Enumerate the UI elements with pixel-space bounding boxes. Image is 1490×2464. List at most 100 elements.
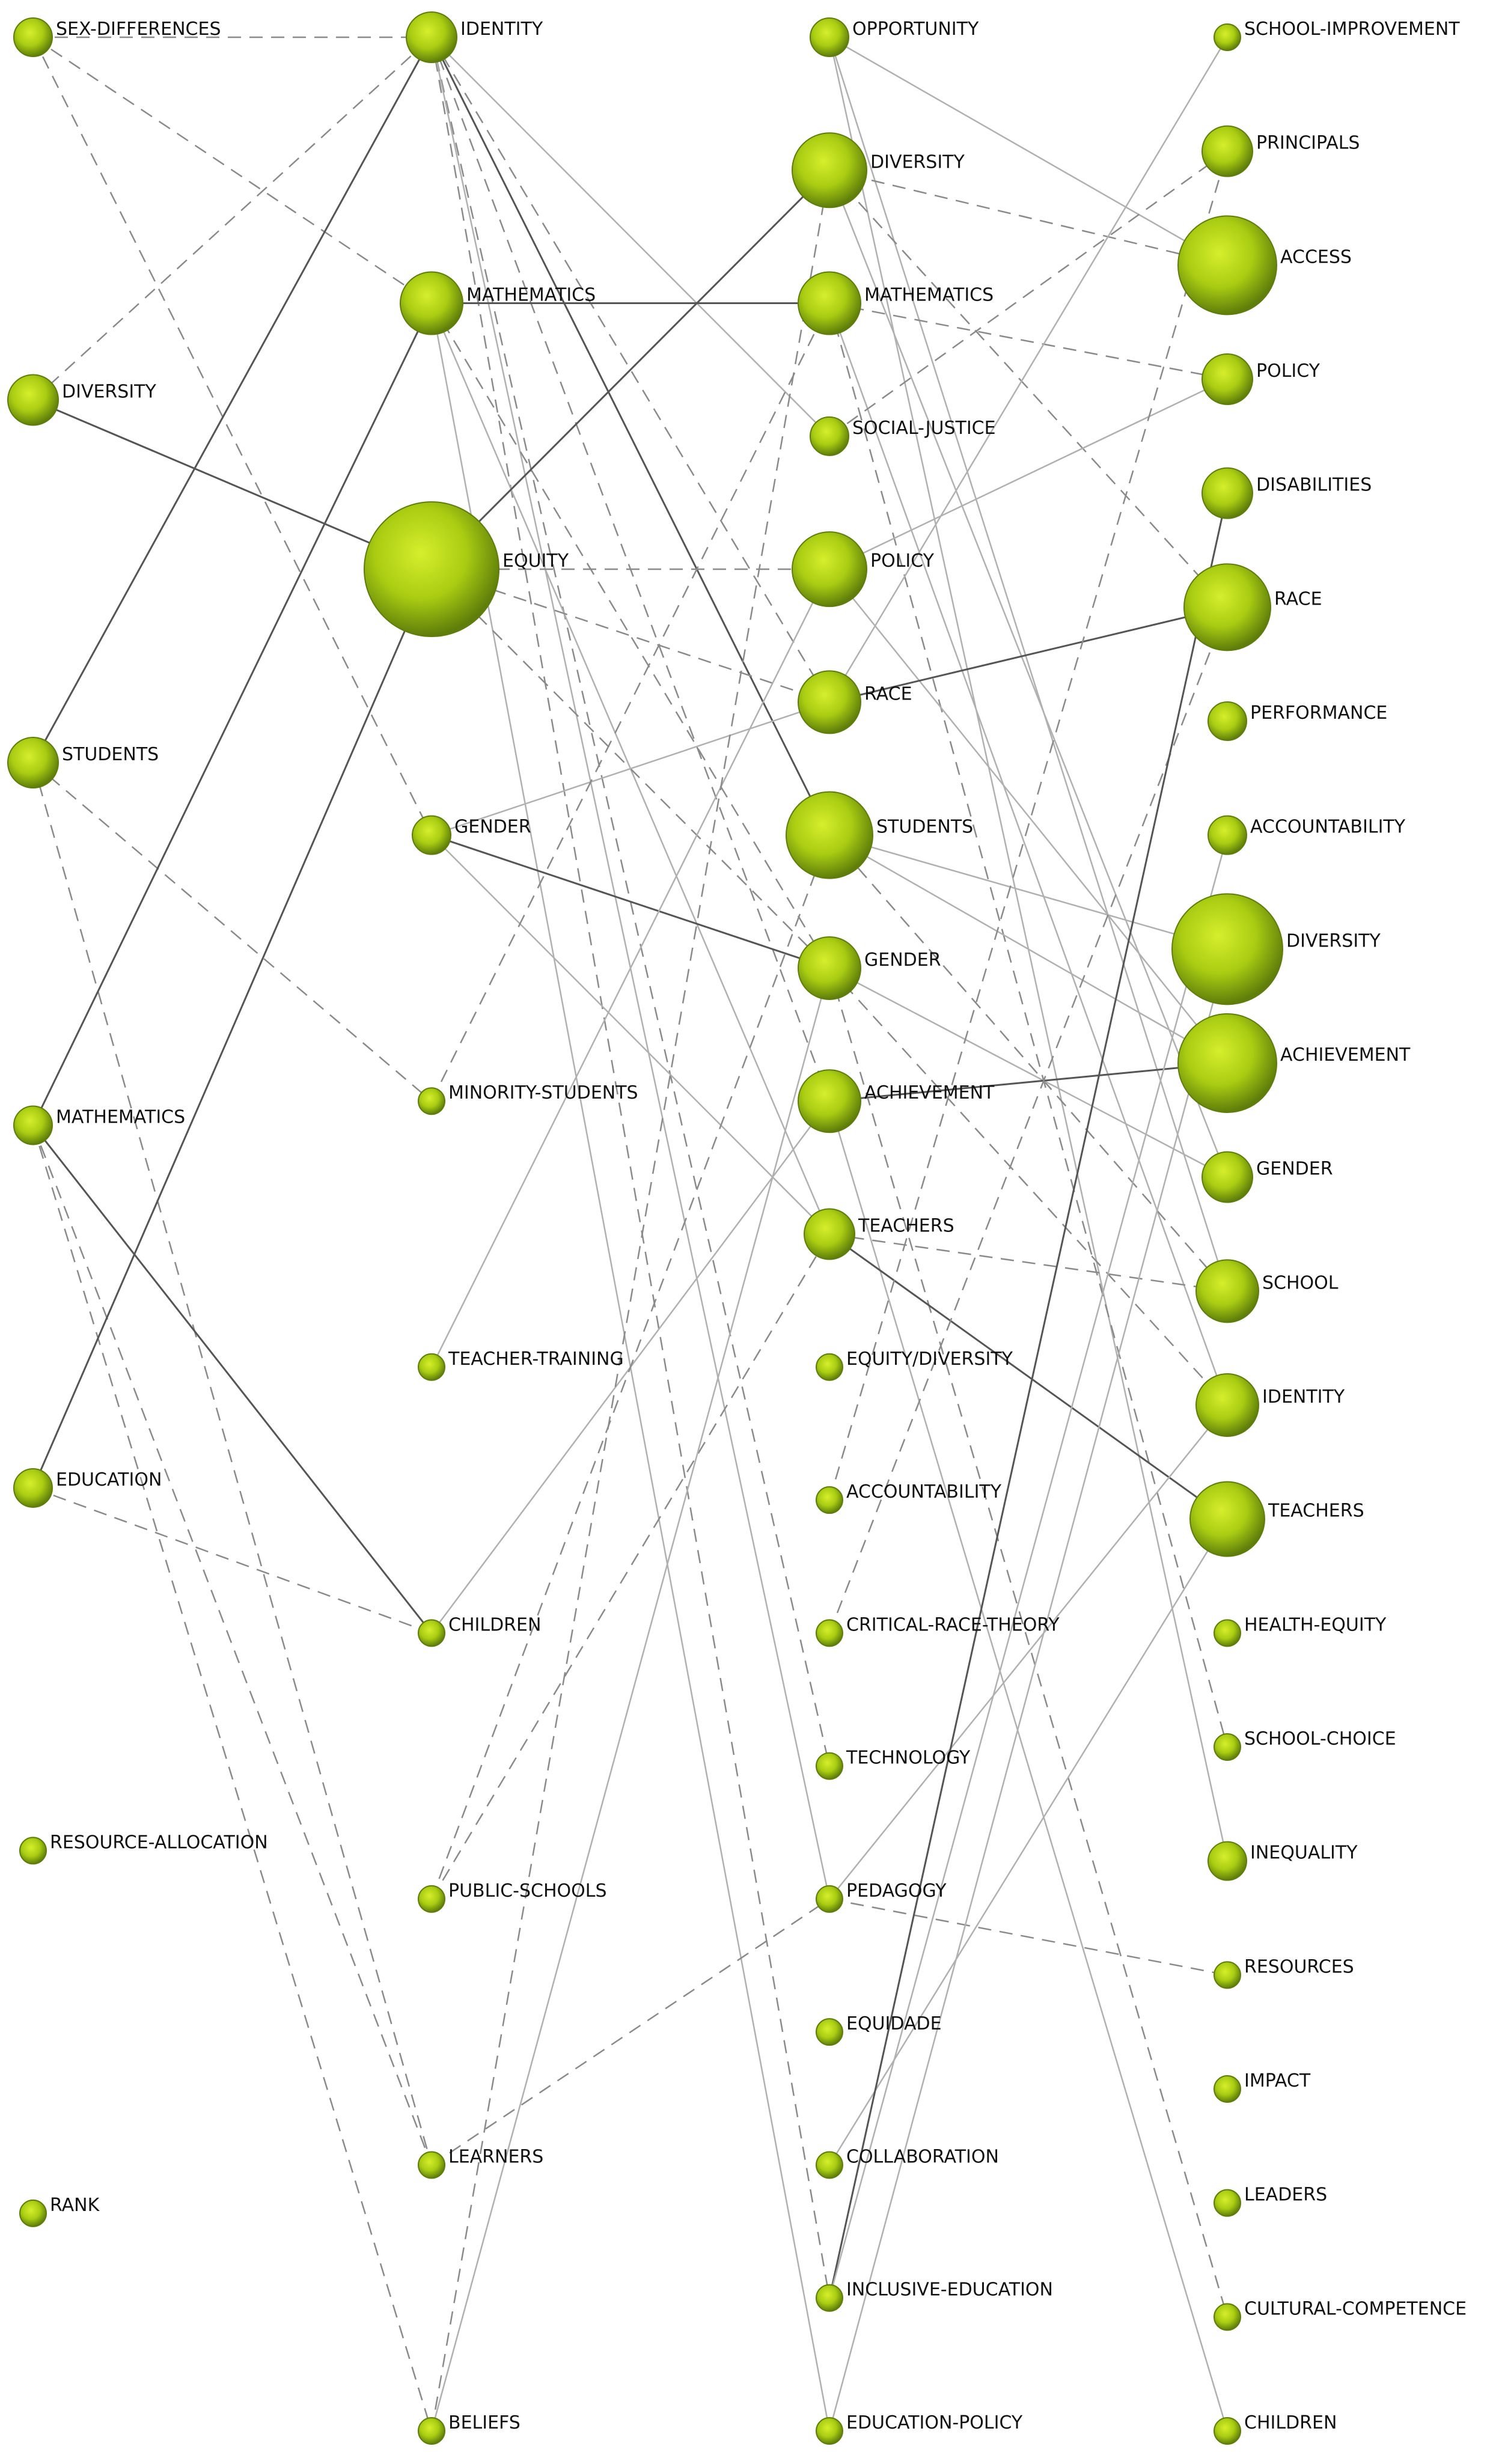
node-race[interactable]: RACE xyxy=(798,670,912,734)
node-circle[interactable] xyxy=(810,416,849,456)
node-circle[interactable] xyxy=(1201,125,1253,177)
node-circle[interactable] xyxy=(418,1087,445,1115)
node-circle[interactable] xyxy=(1201,1151,1253,1203)
node-circle[interactable] xyxy=(1214,2303,1241,2331)
node-circle[interactable] xyxy=(1208,1841,1247,1881)
node-equidade[interactable]: EQUIDADE xyxy=(816,2013,942,2046)
node-circle[interactable] xyxy=(786,791,873,879)
node-circle[interactable] xyxy=(1201,467,1253,519)
node-mathematics[interactable]: MATHEMATICS xyxy=(13,1105,185,1145)
node-accountability[interactable]: ACCOUNTABILITY xyxy=(1208,815,1406,855)
node-sex-differences[interactable]: SEX-DIFFERENCES xyxy=(13,17,221,57)
node-critical-race-theory[interactable]: CRITICAL-RACE-THEORY xyxy=(816,1614,1060,1647)
node-policy[interactable]: POLICY xyxy=(792,531,935,608)
node-circle[interactable] xyxy=(1195,1259,1259,1323)
node-identity[interactable]: IDENTITY xyxy=(1195,1373,1345,1437)
node-circle[interactable] xyxy=(13,17,53,57)
node-children[interactable]: CHILDREN xyxy=(1214,2412,1337,2445)
node-circle[interactable] xyxy=(1214,2417,1241,2445)
node-children[interactable]: CHILDREN xyxy=(418,1614,541,1647)
node-school-improvement[interactable]: SCHOOL-IMPROVEMENT xyxy=(1214,19,1460,51)
node-achievement[interactable]: ACHIEVEMENT xyxy=(798,1069,995,1133)
node-disabilities[interactable]: DISABILITIES xyxy=(1201,467,1372,519)
node-impact[interactable]: IMPACT xyxy=(1214,2070,1311,2103)
node-education[interactable]: EDUCATION xyxy=(13,1468,162,1508)
node-collaboration[interactable]: COLLABORATION xyxy=(816,2146,999,2179)
node-performance[interactable]: PERFORMANCE xyxy=(1208,701,1387,741)
node-social-justice[interactable]: SOCIAL-JUSTICE xyxy=(810,416,996,456)
node-circle[interactable] xyxy=(816,2284,843,2312)
node-policy[interactable]: POLICY xyxy=(1201,353,1321,405)
node-circle[interactable] xyxy=(1214,2189,1241,2217)
node-circle[interactable] xyxy=(7,374,59,426)
node-minority-students[interactable]: MINORITY-STUDENTS xyxy=(418,1082,638,1115)
node-circle[interactable] xyxy=(816,1752,843,1780)
node-circle[interactable] xyxy=(798,1069,861,1133)
node-principals[interactable]: PRINCIPALS xyxy=(1201,125,1360,177)
node-beliefs[interactable]: BELIEFS xyxy=(418,2412,521,2445)
node-health-equity[interactable]: HEALTH-EQUITY xyxy=(1214,1614,1387,1647)
node-race[interactable]: RACE xyxy=(1183,563,1322,651)
node-gender[interactable]: GENDER xyxy=(798,936,941,1000)
node-diversity[interactable]: DIVERSITY xyxy=(1171,893,1381,1005)
node-identity[interactable]: IDENTITY xyxy=(406,11,543,63)
node-circle[interactable] xyxy=(418,2151,445,2179)
node-equity[interactable]: EQUITY xyxy=(364,501,569,638)
node-circle[interactable] xyxy=(13,1468,53,1508)
node-school[interactable]: SCHOOL xyxy=(1195,1259,1339,1323)
node-circle[interactable] xyxy=(7,736,59,788)
node-resources[interactable]: RESOURCES xyxy=(1214,1956,1354,1989)
node-circle[interactable] xyxy=(816,2417,843,2445)
node-students[interactable]: STUDENTS xyxy=(7,736,159,788)
node-circle[interactable] xyxy=(1214,1733,1241,1761)
node-circle[interactable] xyxy=(1208,701,1247,741)
node-access[interactable]: ACCESS xyxy=(1177,215,1352,316)
node-circle[interactable] xyxy=(816,1619,843,1647)
node-leaders[interactable]: LEADERS xyxy=(1214,2185,1327,2217)
node-gender[interactable]: GENDER xyxy=(1201,1151,1333,1203)
node-diversity[interactable]: DIVERSITY xyxy=(7,374,156,426)
node-circle[interactable] xyxy=(412,815,451,855)
node-resource-allocation[interactable]: RESOURCE-ALLOCATION xyxy=(19,1832,268,1865)
node-teachers[interactable]: TEACHERS xyxy=(804,1208,954,1260)
node-teacher-training[interactable]: TEACHER-TRAINING xyxy=(418,1349,624,1381)
node-circle[interactable] xyxy=(406,11,457,63)
node-circle[interactable] xyxy=(816,2151,843,2179)
node-circle[interactable] xyxy=(364,501,499,638)
node-students[interactable]: STUDENTS xyxy=(786,791,973,879)
node-circle[interactable] xyxy=(400,271,463,335)
node-equity-diversity[interactable]: EQUITY/DIVERSITY xyxy=(816,1349,1013,1381)
node-rank[interactable]: RANK xyxy=(19,2195,100,2227)
node-circle[interactable] xyxy=(418,2417,445,2445)
node-circle[interactable] xyxy=(1177,215,1277,316)
node-circle[interactable] xyxy=(804,1208,855,1260)
node-circle[interactable] xyxy=(1201,353,1253,405)
node-circle[interactable] xyxy=(792,531,867,608)
node-circle[interactable] xyxy=(816,1353,843,1381)
node-circle[interactable] xyxy=(1189,1481,1265,1557)
node-teachers[interactable]: TEACHERS xyxy=(1189,1481,1364,1557)
node-opportunity[interactable]: OPPORTUNITY xyxy=(810,17,979,57)
node-circle[interactable] xyxy=(19,2199,47,2227)
node-diversity[interactable]: DIVERSITY xyxy=(792,132,965,209)
node-inclusive-education[interactable]: INCLUSIVE-EDUCATION xyxy=(816,2280,1053,2312)
node-circle[interactable] xyxy=(418,1885,445,1913)
node-gender[interactable]: GENDER xyxy=(412,815,531,855)
node-circle[interactable] xyxy=(418,1353,445,1381)
node-circle[interactable] xyxy=(19,1837,47,1865)
node-inequality[interactable]: INEQUALITY xyxy=(1208,1841,1358,1881)
node-circle[interactable] xyxy=(1214,1961,1241,1989)
node-education-policy[interactable]: EDUCATION-POLICY xyxy=(816,2412,1023,2445)
node-circle[interactable] xyxy=(798,670,861,734)
node-circle[interactable] xyxy=(13,1105,53,1145)
node-cultural-competence[interactable]: CULTURAL-COMPETENCE xyxy=(1214,2298,1467,2331)
node-circle[interactable] xyxy=(1171,893,1283,1005)
node-school-choice[interactable]: SCHOOL-CHOICE xyxy=(1214,1728,1396,1761)
node-circle[interactable] xyxy=(816,2018,843,2046)
node-circle[interactable] xyxy=(1208,815,1247,855)
node-circle[interactable] xyxy=(1177,1013,1277,1113)
node-mathematics[interactable]: MATHEMATICS xyxy=(400,271,596,335)
node-circle[interactable] xyxy=(798,936,861,1000)
node-learners[interactable]: LEARNERS xyxy=(418,2146,543,2179)
node-circle[interactable] xyxy=(1214,1619,1241,1647)
